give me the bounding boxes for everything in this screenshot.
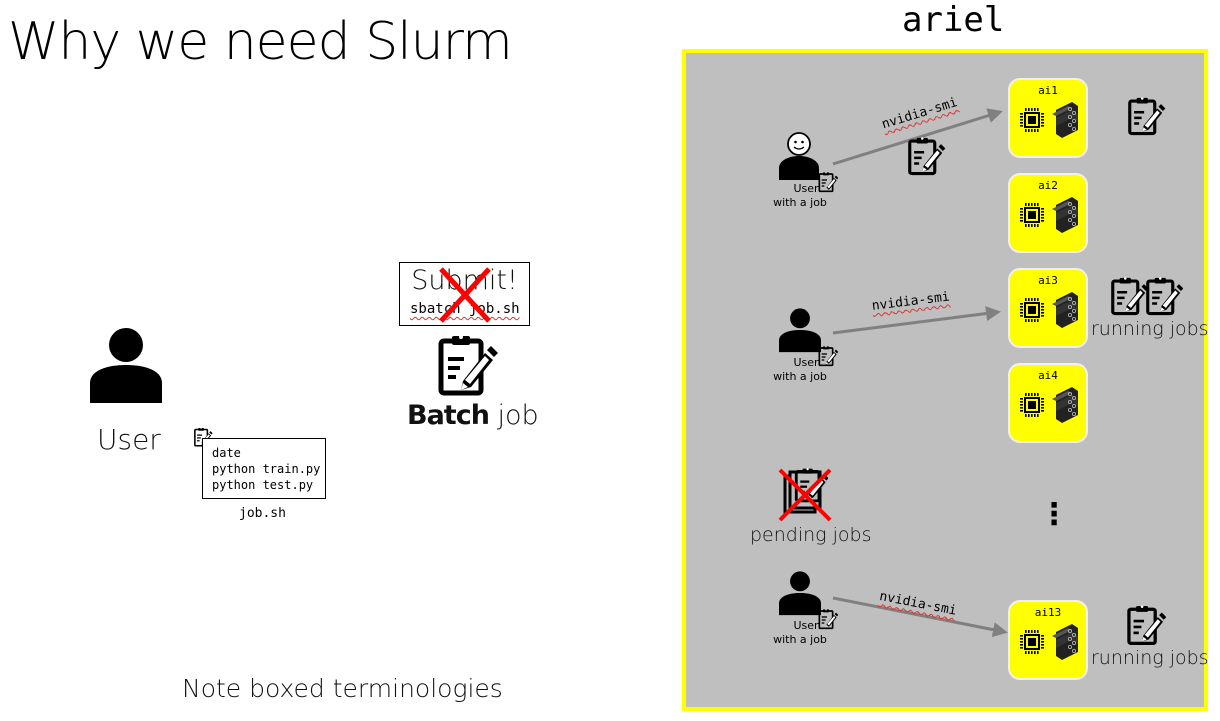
cpu-icon bbox=[1020, 108, 1044, 132]
compute-node-ai1[interactable]: ai1 bbox=[1008, 78, 1088, 158]
script-line: python test.py bbox=[212, 478, 314, 492]
compute-node-ai3[interactable]: ai3 bbox=[1008, 268, 1088, 348]
cpu-icon bbox=[1020, 298, 1044, 322]
batch-label-bold: Batch bbox=[407, 400, 490, 431]
cluster-panel bbox=[682, 49, 1208, 711]
cluster-name: ariel bbox=[902, 0, 1005, 40]
arrow-user1-ai1 bbox=[832, 108, 1003, 166]
cpu-icon bbox=[1020, 393, 1044, 417]
gpu-stack-icon bbox=[1051, 196, 1079, 234]
compute-node-ai13[interactable]: ai13 bbox=[1008, 600, 1088, 680]
script-line: date bbox=[212, 446, 241, 460]
gpu-stack-icon bbox=[1051, 291, 1079, 329]
cpu-icon bbox=[1020, 203, 1044, 227]
running-job-icon bbox=[1128, 96, 1166, 136]
user-with-job-label: User with a job bbox=[770, 619, 830, 647]
arrow-user3-ai13 bbox=[832, 596, 1008, 638]
node-name: ai4 bbox=[1038, 369, 1058, 382]
user-with-job-label: User with a job bbox=[770, 356, 830, 384]
arrow-user2-ai3 bbox=[832, 306, 1001, 335]
user-label-line1: User bbox=[793, 182, 819, 195]
user-label-line1: User bbox=[793, 356, 819, 369]
user-label-line2: with a job bbox=[773, 370, 827, 383]
pending-jobs-label: pending jobs bbox=[750, 524, 872, 546]
running-job-icon bbox=[1146, 276, 1183, 316]
user-with-job-icon bbox=[779, 308, 821, 353]
running-jobs-label: running jobs bbox=[1091, 318, 1209, 340]
footer-note: Note boxed terminologies bbox=[182, 674, 503, 703]
sbatch-command: sbatch job.sh bbox=[410, 301, 520, 317]
more-nodes-ellipsis: ⋮ bbox=[1039, 497, 1069, 532]
node-name: ai3 bbox=[1038, 274, 1058, 287]
user-with-job-label: User with a job bbox=[770, 182, 830, 210]
node-name: ai13 bbox=[1034, 606, 1062, 619]
batch-label-rest: job bbox=[488, 400, 539, 431]
user-with-job-icon bbox=[779, 132, 819, 180]
slide-title: Why we need Slurm bbox=[8, 12, 513, 72]
running-jobs-label: running jobs bbox=[1091, 647, 1209, 669]
cross-out-icon bbox=[439, 267, 491, 323]
job-in-transit-icon bbox=[908, 136, 946, 176]
pending-jobs-stack-icon bbox=[783, 466, 828, 514]
gpu-stack-icon bbox=[1051, 623, 1079, 661]
cross-out-icon bbox=[778, 468, 832, 522]
script-line: python train.py bbox=[212, 462, 321, 476]
compute-node-ai2[interactable]: ai2 bbox=[1008, 173, 1088, 253]
node-name: ai2 bbox=[1038, 179, 1058, 192]
user-label-line1: User bbox=[793, 619, 819, 632]
running-job-icon bbox=[1127, 604, 1166, 646]
user-with-job-icon bbox=[779, 571, 821, 616]
node-name: ai1 bbox=[1038, 84, 1058, 97]
script-filename: job.sh bbox=[239, 506, 286, 521]
user-label-line2: with a job bbox=[773, 633, 827, 646]
compute-node-ai4[interactable]: ai4 bbox=[1008, 363, 1088, 443]
gpu-stack-icon bbox=[1051, 101, 1079, 139]
user-label-line2: with a job bbox=[773, 196, 827, 209]
batch-job-label: Batch job bbox=[407, 400, 539, 431]
running-job-icon bbox=[1111, 276, 1148, 316]
gpu-stack-icon bbox=[1051, 386, 1079, 424]
job-script-box: date python train.py python test.py bbox=[202, 438, 326, 499]
cpu-icon bbox=[1020, 630, 1044, 654]
user-label: User bbox=[97, 423, 161, 456]
